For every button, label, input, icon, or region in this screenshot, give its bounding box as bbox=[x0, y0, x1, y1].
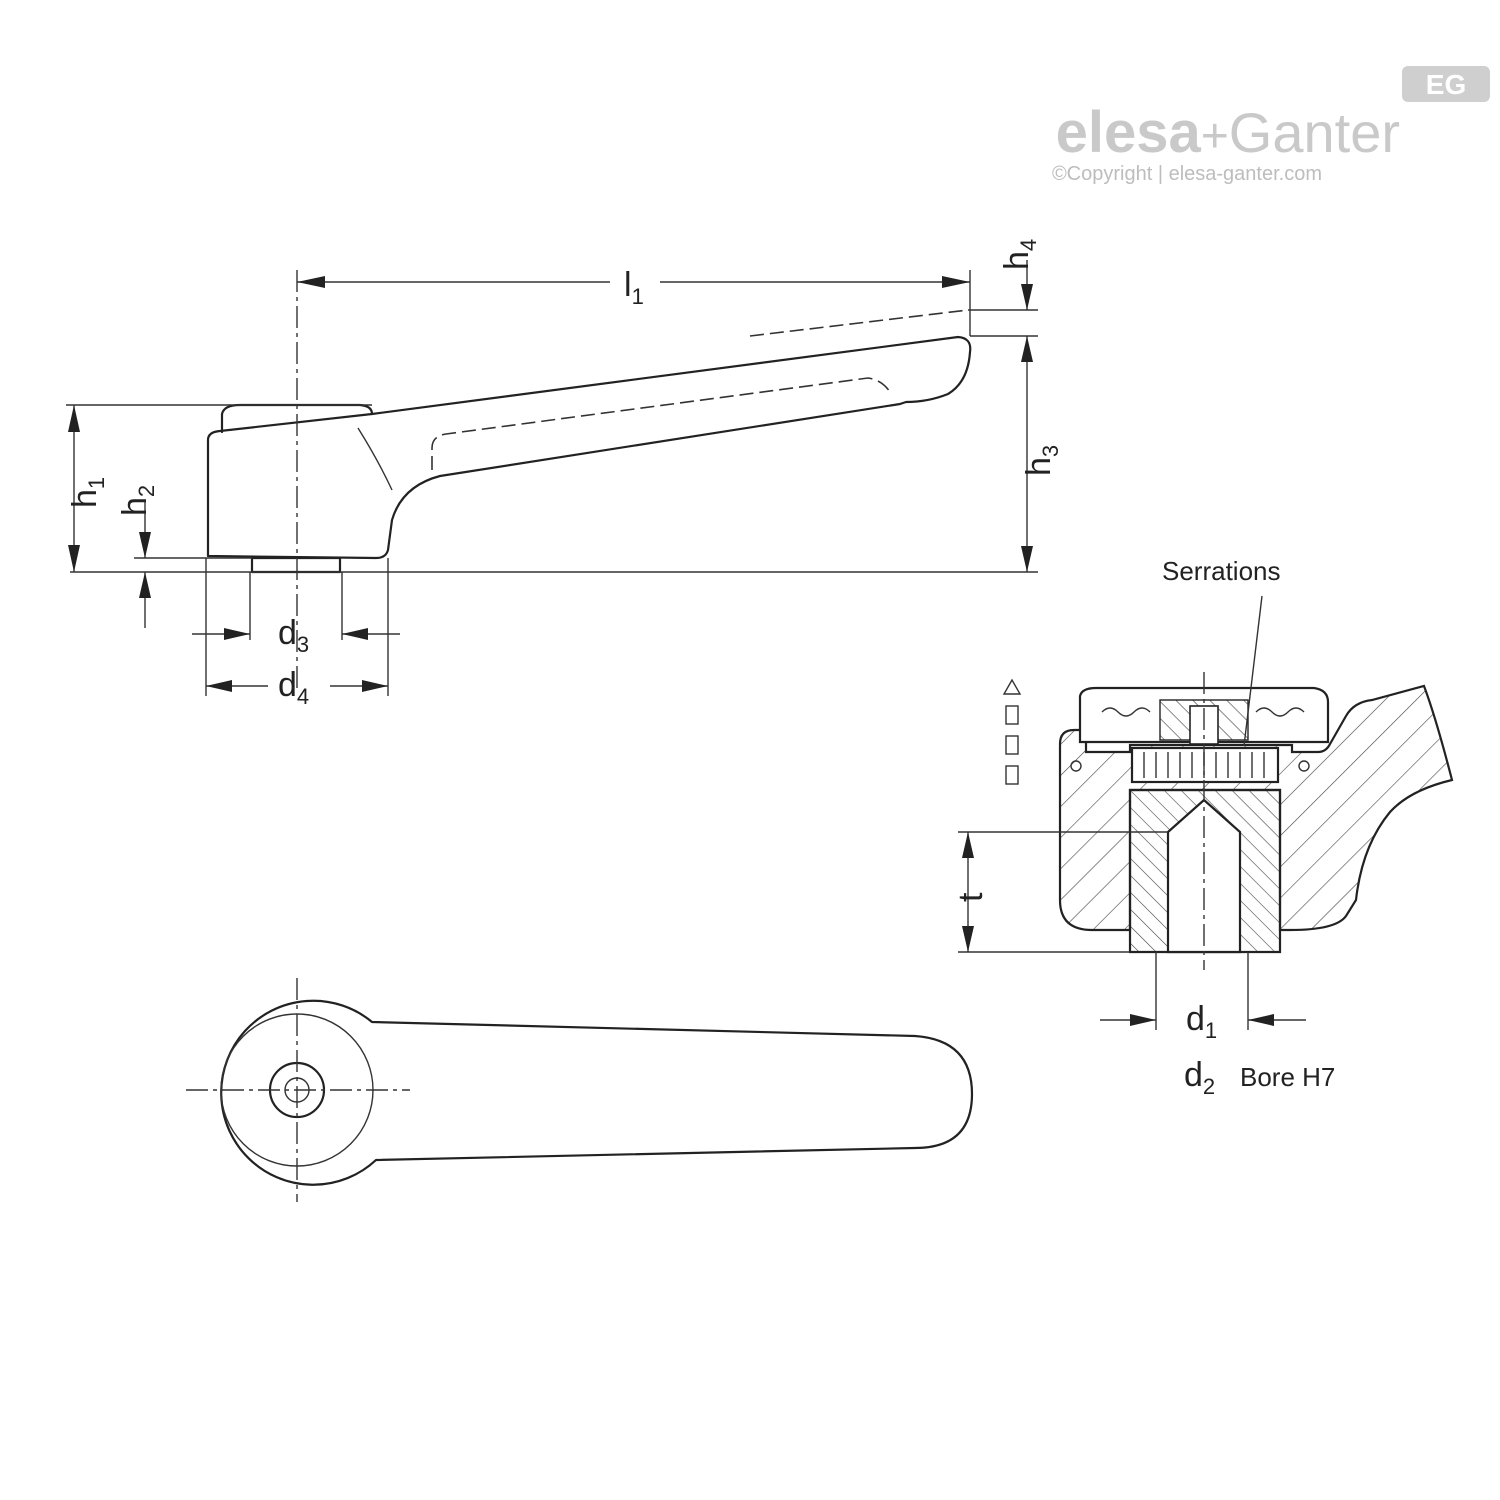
bore-tolerance-label: Bore H7 bbox=[1240, 1062, 1335, 1092]
logo-brand-left: elesa bbox=[1056, 100, 1202, 165]
d3-arrow-right bbox=[342, 628, 368, 640]
t-arrow-bottom bbox=[962, 926, 974, 952]
logo-wordmark: elesa+Ganter bbox=[1056, 100, 1400, 165]
l1-arrow-right bbox=[942, 276, 970, 288]
lever-recess-hidden bbox=[431, 377, 891, 470]
d1-arrow-left bbox=[1130, 1014, 1156, 1026]
ball-left bbox=[1070, 760, 1082, 772]
lever-body-outline bbox=[206, 335, 972, 560]
hub-blend-curve bbox=[357, 427, 393, 491]
logo-badge-text: EG bbox=[1426, 69, 1466, 100]
h2-arrow-bottom bbox=[139, 572, 151, 598]
serration-ring bbox=[1130, 746, 1280, 784]
d4-arrow-left bbox=[206, 680, 232, 692]
top-view-outline bbox=[220, 999, 974, 1186]
l1-label: l1 bbox=[624, 266, 644, 309]
h4-arrow-top bbox=[1021, 284, 1033, 310]
d1-label: d1 bbox=[1186, 1000, 1217, 1043]
ball-right bbox=[1298, 760, 1310, 772]
insert-bore bbox=[1166, 798, 1242, 954]
lever-alt-top-hidden bbox=[749, 309, 969, 337]
logo-brand-right: Ganter bbox=[1229, 101, 1400, 164]
push-direction-triangle bbox=[1002, 678, 1022, 695]
spring-left bbox=[1101, 707, 1151, 717]
top-view bbox=[186, 978, 974, 1202]
logo-copyright: ©Copyright | elesa-ganter.com bbox=[1052, 163, 1322, 185]
t-arrow-top bbox=[962, 832, 974, 858]
logo-brand-plus: + bbox=[1201, 110, 1229, 163]
d1-arrow-right bbox=[1248, 1014, 1274, 1026]
logo-badge-box bbox=[1402, 66, 1490, 102]
serrations-leader bbox=[1243, 595, 1263, 747]
serration-teeth bbox=[1143, 752, 1265, 778]
l1-arrow-left bbox=[297, 276, 325, 288]
spring-right bbox=[1255, 707, 1305, 717]
d4-label: d4 bbox=[278, 666, 309, 709]
bottom-boss bbox=[250, 556, 342, 574]
side-view: l1 h1 h2 h3 h4 d3 bbox=[66, 239, 1063, 709]
section-view: t d1 d2 Bore H7 Serrations bbox=[952, 556, 1454, 1099]
h1-arrow-bottom bbox=[68, 545, 80, 572]
push-direction-dash-1 bbox=[1005, 705, 1019, 725]
brand-logo: EG elesa+Ganter ©Copyright | elesa-gante… bbox=[1052, 66, 1490, 185]
push-direction-dash-3 bbox=[1005, 765, 1019, 785]
h3-label: h3 bbox=[1020, 445, 1063, 476]
d3-arrow-left bbox=[224, 628, 250, 640]
t-label: t bbox=[952, 892, 990, 902]
h3-arrow-bottom bbox=[1021, 546, 1033, 572]
d4-arrow-right bbox=[362, 680, 388, 692]
h2-label: h2 bbox=[116, 485, 159, 516]
push-direction-dash-2 bbox=[1005, 735, 1019, 755]
h4-label: h4 bbox=[998, 239, 1041, 270]
d3-label: d3 bbox=[278, 614, 309, 657]
h1-arrow-top bbox=[68, 405, 80, 432]
h2-arrow-top bbox=[139, 532, 151, 558]
h3-arrow-top bbox=[1021, 336, 1033, 362]
serrations-label: Serrations bbox=[1162, 556, 1281, 586]
d2-label: d2 bbox=[1184, 1056, 1215, 1099]
h1-label: h1 bbox=[66, 477, 109, 508]
